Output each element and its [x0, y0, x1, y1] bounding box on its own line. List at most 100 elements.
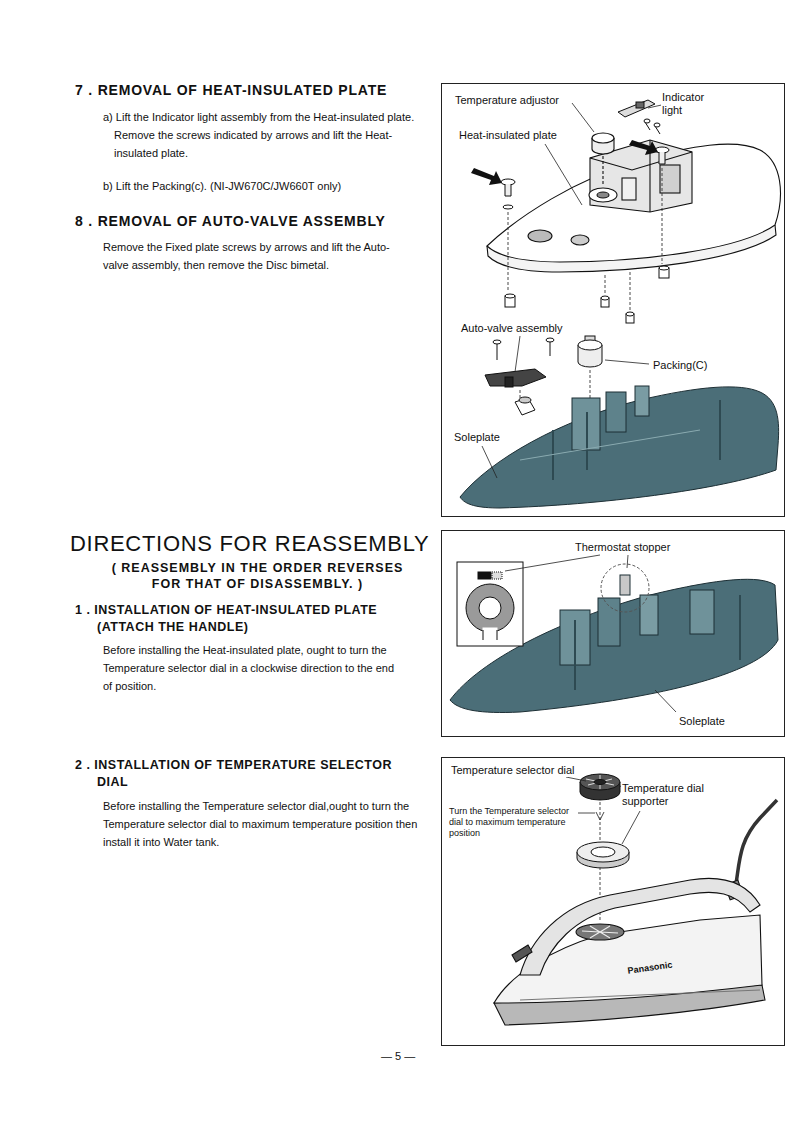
part-label: Heat-insulated plate: [458, 129, 558, 142]
instruction-text: b) Lift the Packing(c). (NI-JW670C/JW660…: [103, 177, 341, 195]
leader-line: [605, 360, 649, 364]
soleplate: [460, 386, 779, 508]
leader-line: [578, 813, 595, 814]
spacer: [505, 294, 515, 298]
soleplate: [719, 400, 721, 460]
iron-body: [735, 800, 777, 890]
inset-detail: [492, 572, 502, 579]
indicator-light: [654, 123, 660, 127]
part-label: Indicator light: [661, 91, 718, 117]
instruction-text: Before installing the Heat-insulated pla…: [103, 641, 403, 695]
section-heading: 1 . INSTALLATION OF HEAT-INSULATED PLATE…: [75, 602, 437, 636]
page-number: — 5 —: [381, 1050, 415, 1064]
dashed-guide: [605, 275, 606, 295]
heat-insulated-plate: [622, 178, 636, 200]
highlight-circle: [601, 564, 649, 612]
temperature-adjustor: [602, 156, 603, 186]
pointer-arrow: [471, 168, 502, 185]
inset-detail: [483, 628, 497, 640]
iron-body: [512, 945, 532, 962]
soleplate: [586, 412, 588, 470]
iron-body: [520, 990, 760, 1000]
disc-bimetal: [515, 397, 535, 415]
disc-bimetal: [515, 398, 535, 415]
heat-insulated-plate: [660, 165, 680, 193]
figure-frame: Thermostat stopperSoleplate: [441, 530, 785, 737]
section-heading: 7 . REMOVAL OF HEAT-INSULATED PLATE: [75, 82, 387, 100]
auto-valve-assembly: [546, 338, 554, 342]
figure-frame: Temperature adjustorIndicator lightHeat-…: [441, 83, 785, 517]
indicator-light: [645, 122, 660, 134]
dashed-guide: [662, 168, 663, 264]
leader-line: [505, 555, 600, 571]
part-label: Temperature selector dial: [450, 764, 576, 777]
temperature-selector-dial: [580, 774, 620, 800]
section-heading: 2 . INSTALLATION OF TEMPERATURE SELECTOR…: [75, 757, 397, 791]
part-label: Auto-valve assembly: [460, 322, 564, 335]
soleplate: [460, 387, 779, 508]
heat-insulated-plate: [589, 188, 617, 202]
part-label: Soleplate: [453, 431, 501, 444]
auto-valve-assembly: [550, 342, 551, 356]
auto-valve-assembly: [485, 338, 554, 387]
soleplate: [574, 620, 576, 690]
auto-valve-assembly: [485, 369, 546, 386]
temperature-dial-supporter: [577, 842, 629, 862]
soleplate: [606, 392, 626, 432]
instruction-text: a) Lift the Indicator light assembly fro…: [103, 108, 432, 162]
temperature-adjustor: [592, 133, 614, 143]
pointer-arrow: [629, 140, 658, 155]
soleplate: [739, 595, 741, 660]
page-heading: DIRECTIONS FOR REASSEMBLY: [70, 530, 429, 558]
spacer: [626, 312, 634, 316]
spacer: [601, 296, 609, 300]
instruction-text: Remove the Fixed plate screws by arrows …: [103, 238, 403, 274]
auto-valve-assembly: [505, 377, 513, 387]
inset-detail: [478, 572, 491, 579]
indicator-light: [618, 100, 655, 117]
indicator-light: [618, 100, 660, 134]
brand-logo: Panasonic: [626, 959, 674, 976]
leader-line: [515, 336, 520, 372]
indicator-light: [636, 102, 644, 108]
figure-frame: Temperature selector dialTemperature dia…: [441, 757, 785, 1046]
iron-body: [582, 926, 618, 938]
temperature-adjustor: [592, 133, 614, 186]
leader-line: [622, 811, 640, 844]
spacer: [505, 266, 669, 323]
inset-detail: [457, 562, 523, 646]
leader-line: [482, 103, 666, 478]
heat-insulated-plate: [597, 192, 609, 198]
leader-line: [572, 103, 594, 132]
heat-insulated-plate: [487, 140, 780, 272]
screw: [659, 152, 665, 164]
inset-detail: [466, 584, 514, 632]
heading-note: ( REASSEMBLY IN THE ORDER REVERSES FOR T…: [100, 560, 415, 592]
dashed-guide: [630, 272, 631, 310]
disc-bimetal: [519, 397, 531, 403]
leader-line: [482, 446, 497, 478]
temperature-selector-dial: [586, 775, 614, 789]
auto-valve-assembly: [497, 344, 498, 360]
part-label: Temperature dial supporter: [621, 782, 723, 808]
soleplate: [620, 575, 630, 595]
heat-insulated-plate: [571, 235, 589, 245]
screw: [503, 205, 513, 209]
part-label: Soleplate: [678, 715, 726, 728]
iron-body: [520, 878, 760, 975]
soleplate: [520, 430, 700, 460]
dashed-guide: [520, 390, 521, 398]
screw: [501, 147, 669, 209]
soleplate: [635, 386, 649, 416]
soleplate: [598, 598, 620, 646]
heat-insulated-plate: [528, 230, 552, 242]
indicator-light: [644, 119, 650, 123]
leader-line: [627, 555, 628, 568]
temperature-dial-supporter: [591, 847, 615, 857]
packing-c: [578, 336, 602, 367]
section-heading: 8 . REMOVAL OF AUTO-VALVE ASSEMBLY: [75, 213, 386, 231]
dashed-guide: [508, 212, 509, 292]
inset-detail: [479, 597, 501, 619]
leader-line: [545, 144, 582, 205]
